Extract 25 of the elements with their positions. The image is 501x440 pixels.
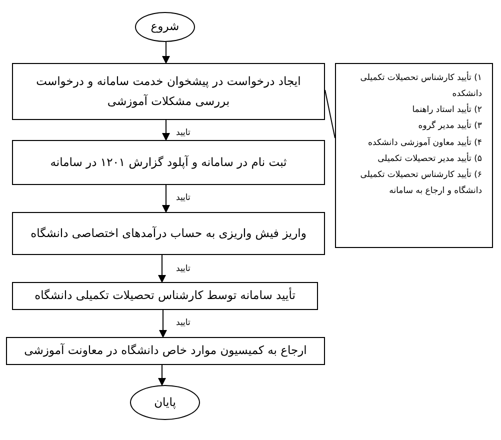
edge-label: تایید (175, 318, 192, 328)
arrow (158, 364, 166, 386)
start-oval: شروع (135, 12, 195, 42)
edge-label: تایید (175, 128, 192, 138)
arrow (162, 42, 170, 64)
arrow (159, 310, 167, 338)
list-item: ۶) تأیید کارشناس تحصیلات تکمیلی دانشگاه و ارجاع به سامانه (359, 167, 482, 198)
edge-label: تایید (175, 193, 192, 203)
process-box: ثبت نام در سامانه و آپلود گزارش ۱۲۰۱ در سامانه (12, 140, 325, 185)
list-item: ۲) تأیید استاد راهنما (411, 102, 482, 118)
end-oval: پایان (130, 385, 200, 420)
note-box (335, 63, 493, 248)
edge-label: تایید (175, 264, 192, 274)
process-box: تأیید سامانه توسط کارشناس تحصیلات تکمیلی دانشگاه (12, 282, 318, 310)
leader-line (324, 90, 336, 138)
arrow (162, 184, 170, 213)
process-box: واریز فیش واریزی به حساب درآمدهای اختصاصی دانشگاه (12, 212, 325, 255)
list-item: ۵) تأیید مدیر تحصیلات تکمیلی (376, 151, 482, 166)
process-box: ارجاع به کمیسیون موارد خاص دانشگاه در معاونت آموزشی (6, 337, 325, 365)
list-item: ۴) تأیید معاون آموزشی دانشکده (367, 135, 482, 150)
list-item: ۱) تأیید کارشناس تحصیلات تکمیلی دانشکده (359, 70, 482, 102)
process-box: ایجاد درخواست در پیشخوان خدمت سامانه و درخواست بررسی مشکلات آموزشی (12, 63, 325, 120)
arrow (158, 254, 166, 283)
arrow (162, 120, 170, 141)
list-item: ۳) تأیید مدیر گروه (417, 118, 482, 134)
